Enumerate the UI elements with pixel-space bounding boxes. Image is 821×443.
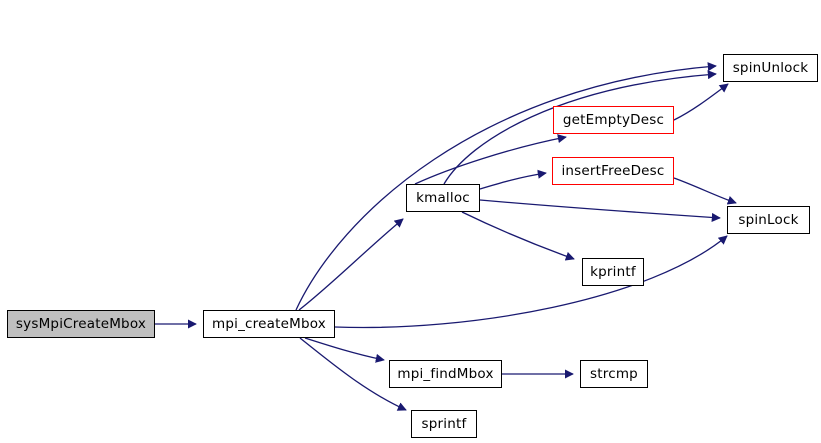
node-label-mpi_createMbox: mpi_createMbox <box>212 316 326 332</box>
node-spinLock[interactable]: spinLock <box>727 206 810 234</box>
node-label-spinLock: spinLock <box>738 212 799 228</box>
node-insertFreeDesc[interactable]: insertFreeDesc <box>552 157 674 185</box>
edge-kmalloc-to-kprintf <box>461 211 575 261</box>
node-kprintf[interactable]: kprintf <box>582 258 644 286</box>
node-label-spinUnlock: spinUnlock <box>732 60 809 76</box>
node-label-getEmptyDesc: getEmptyDesc <box>562 112 665 128</box>
node-sysMpiCreateMbox[interactable]: sysMpiCreateMbox <box>7 310 155 338</box>
node-kmalloc[interactable]: kmalloc <box>406 184 480 212</box>
node-label-kprintf: kprintf <box>590 264 636 280</box>
node-spinUnlock[interactable]: spinUnlock <box>723 54 818 82</box>
node-label-sprintf: sprintf <box>421 416 467 432</box>
edge-insertFreeDesc-to-spinLock <box>673 177 737 205</box>
edge-kmalloc-to-getEmptyDesc <box>414 134 567 185</box>
edge-mpi_createMbox-to-sprintf <box>299 337 407 411</box>
node-strcmp[interactable]: strcmp <box>580 360 648 388</box>
node-label-insertFreeDesc: insertFreeDesc <box>561 163 665 179</box>
node-mpi_findMbox[interactable]: mpi_findMbox <box>389 360 502 388</box>
node-label-sysMpiCreateMbox: sysMpiCreateMbox <box>15 316 147 332</box>
edge-mpi_createMbox-to-mpi_findMbox <box>304 337 385 363</box>
edge-mpi_createMbox-to-spinUnlock <box>295 62 717 311</box>
edge-kmalloc-to-insertFreeDesc <box>479 169 547 190</box>
node-sprintf[interactable]: sprintf <box>411 410 477 438</box>
edge-getEmptyDesc-to-spinUnlock <box>673 83 729 121</box>
edge-mpi_createMbox-to-spinLock <box>334 235 728 329</box>
node-label-strcmp: strcmp <box>590 366 638 382</box>
node-mpi_createMbox[interactable]: mpi_createMbox <box>203 310 335 338</box>
node-label-kmalloc: kmalloc <box>416 190 470 206</box>
edge-mpi_createMbox-to-kmalloc <box>298 218 404 311</box>
node-label-mpi_findMbox: mpi_findMbox <box>397 366 494 382</box>
node-getEmptyDesc[interactable]: getEmptyDesc <box>553 106 674 134</box>
edge-kmalloc-to-spinLock <box>479 199 721 222</box>
